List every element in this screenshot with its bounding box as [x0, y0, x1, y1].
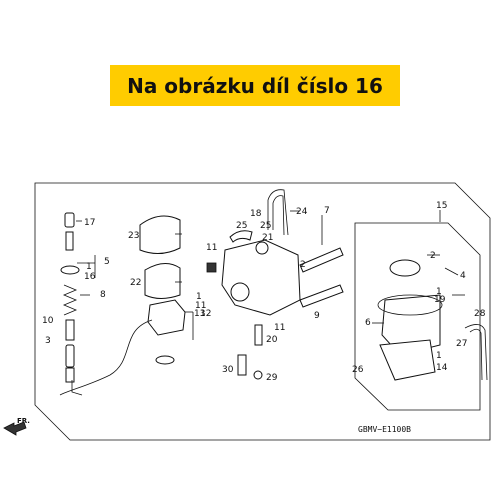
callout-27: 27	[456, 339, 467, 349]
diagram-code: GBMV−E1100B	[358, 425, 411, 434]
callout-13: 13	[194, 309, 205, 319]
callout-23: 23	[128, 231, 139, 241]
vent-tube	[267, 189, 289, 236]
callout-28: 28	[474, 309, 486, 319]
callout-21: 21	[262, 233, 273, 243]
small-fittings	[237, 324, 263, 380]
callout-1: 1	[86, 262, 92, 272]
callout-labels: 17 5 1 16 8 10 3 23 22 12 11 1 11 13 25 …	[42, 201, 486, 383]
callout-8: 8	[100, 290, 106, 300]
callout-11d: 11	[274, 323, 285, 333]
callout-10: 10	[42, 316, 54, 326]
part-number-banner: Na obrázku díl číslo 16	[110, 65, 400, 106]
front-label: FR.	[17, 417, 30, 425]
diaphragm-cover	[139, 215, 181, 299]
banner-text: Na obrázku díl číslo 16	[127, 73, 383, 98]
callout-4: 4	[460, 271, 466, 281]
callout-29: 29	[266, 373, 278, 383]
assembly-frame	[34, 182, 491, 441]
callout-17: 17	[84, 218, 95, 228]
front-arrow-icon: FR.	[3, 417, 30, 436]
callout-25a: 25	[236, 221, 247, 231]
callout-14: 14	[436, 363, 448, 373]
leader-lines	[76, 210, 465, 340]
auto-choke	[59, 299, 186, 396]
callout-18: 18	[250, 209, 262, 219]
float-chamber	[377, 259, 488, 381]
callout-12: 12	[200, 309, 211, 319]
callout-3: 3	[45, 336, 51, 346]
callout-11a: 11	[206, 243, 217, 253]
callout-6: 6	[365, 318, 371, 328]
callout-2a: 2	[300, 260, 306, 270]
callout-1b: 1	[436, 287, 442, 297]
callout-5: 5	[104, 257, 110, 267]
callout-24: 24	[296, 207, 308, 217]
callout-1c: 1	[436, 351, 442, 361]
callout-11c: 11	[195, 301, 206, 311]
adjust-screws	[299, 247, 344, 308]
callout-25b: 25	[260, 221, 271, 231]
callout-30: 30	[222, 365, 234, 375]
callout-16: 16	[84, 272, 96, 282]
callout-2: 2	[430, 251, 436, 261]
callout-22: 22	[130, 278, 141, 288]
needle-assembly	[60, 212, 83, 396]
callout-26: 26	[352, 365, 364, 375]
float-bowl-frame	[354, 222, 481, 411]
callout-7: 7	[324, 206, 330, 216]
carburetor-body	[206, 230, 301, 316]
callout-19: 19	[434, 295, 446, 305]
callout-20: 20	[266, 335, 278, 345]
callout-9: 9	[314, 311, 320, 321]
callout-11b: 1	[196, 292, 202, 302]
callout-15: 15	[436, 201, 447, 211]
